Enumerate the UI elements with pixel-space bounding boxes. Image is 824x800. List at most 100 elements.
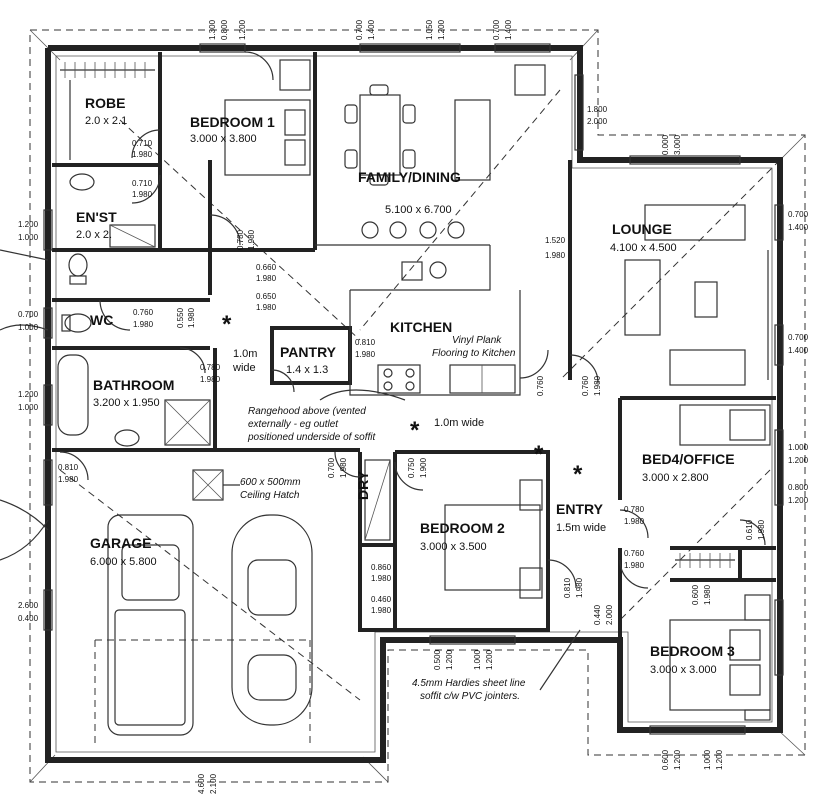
door-swings xyxy=(59,51,766,589)
room-label-pantry: PANTRY xyxy=(280,344,337,360)
door-family-w: 1.520 xyxy=(545,236,566,245)
cooktop xyxy=(377,364,516,394)
dry-cupboard xyxy=(364,459,391,541)
room-label-dry: DRY xyxy=(355,470,371,500)
door-bed4-w: 0.780 xyxy=(624,505,645,514)
rangehood-note-1: Rangehood above (vented xyxy=(248,406,366,417)
bed-4 xyxy=(679,404,771,446)
door-pantry-w: 0.810 xyxy=(355,338,376,347)
room-size-bathroom: 3.200 x 1.950 xyxy=(93,397,160,409)
dim-bottom-right-1: 1.200 xyxy=(673,749,682,770)
hall-width-lower-label: 1.0m wide xyxy=(434,417,484,429)
dim-bottom-right-0: 0.600 xyxy=(661,749,670,770)
dim-top-6: 1.200 xyxy=(437,19,446,40)
dim-top-5: 1.050 xyxy=(425,19,434,40)
door-bed3-robe-h: 1.980 xyxy=(703,584,712,605)
hatch-note-2: Ceiling Hatch xyxy=(240,490,300,501)
room-labels: ROBE 2.0 x 2.1 BEDROOM 1 3.000 x 3.800 F… xyxy=(76,95,735,676)
dim-left-bath-0: 1.200 xyxy=(18,390,39,399)
hall-width-label: 1.0m xyxy=(233,348,257,360)
roofline xyxy=(29,29,806,783)
door-robe-w: 0.710 xyxy=(132,139,153,148)
dim-top-right-0: 1.800 xyxy=(587,105,608,114)
room-size-pantry: 1.4 x 1.3 xyxy=(286,364,328,376)
dim-mid-right-pair-1: 2.000 xyxy=(605,604,614,625)
vinyl-note-2: Flooring to Kitchen xyxy=(432,348,516,359)
ceiling-hatch xyxy=(192,469,240,501)
dim-right-mid-1: 1.400 xyxy=(788,346,809,355)
dim-bottom-center-1: 1.200 xyxy=(445,649,454,670)
door-linen-h: 1.980 xyxy=(187,307,196,328)
wardrobe-3 xyxy=(675,553,735,568)
room-label-bedroom1: BEDROOM 1 xyxy=(190,114,275,130)
door-bed4-h: 1.980 xyxy=(624,517,645,526)
door-kitchen-w: 0.760 xyxy=(536,375,545,396)
dim-top-1: 0.800 xyxy=(220,19,229,40)
door-bed3-h: 1.980 xyxy=(624,561,645,570)
vinyl-note-1: Vinyl Plank xyxy=(452,335,502,346)
dim-bottom-garage-0: 4.600 xyxy=(197,773,206,794)
bed-2 xyxy=(444,479,543,599)
room-size-entry: 1.5m wide xyxy=(556,522,606,534)
door-pantry-h: 1.980 xyxy=(355,350,376,359)
room-size-bed4-office: 3.000 x 2.800 xyxy=(642,472,709,484)
room-label-bedroom2: BEDROOM 2 xyxy=(420,520,505,536)
dim-bottom-center-2: 1.000 xyxy=(473,649,482,670)
door-ensuite-h: 1.980 xyxy=(132,190,153,199)
dim-right-bed4b-0: 0.800 xyxy=(788,483,809,492)
dim-right-mid-0: 0.700 xyxy=(788,333,809,342)
dim-lounge-top-0: 0.000 xyxy=(661,134,670,155)
bath-fixtures xyxy=(57,354,211,447)
door-bed3-w: 0.760 xyxy=(624,549,645,558)
door-entry-w: 0.810 xyxy=(563,577,572,598)
door-wc-h: 1.980 xyxy=(133,320,154,329)
dim-lounge-top-1: 3.000 xyxy=(673,134,682,155)
room-size-garage: 6.000 x 5.800 xyxy=(90,556,157,568)
lounge-furniture xyxy=(624,204,769,386)
room-size-bedroom2: 3.000 x 3.500 xyxy=(420,541,487,553)
door-hall-a-h: 1.980 xyxy=(256,274,277,283)
bed-3 xyxy=(669,594,771,721)
door-hall-b-h: 1.980 xyxy=(256,303,277,312)
dim-bottom-right-2: 1.000 xyxy=(703,749,712,770)
door-bath-h: 1.980 xyxy=(200,375,221,384)
door-wc-w: 0.760 xyxy=(133,308,154,317)
room-label-lounge: LOUNGE xyxy=(612,221,672,237)
door-linen-w: 0.550 xyxy=(176,307,185,328)
dim-top-right-1: 2.000 xyxy=(587,117,608,126)
room-size-ensuite: 2.0 x 2. xyxy=(76,229,112,241)
dining-table xyxy=(344,64,546,186)
dim-top-7: 0.700 xyxy=(492,19,501,40)
dim-left-bath-1: 1.000 xyxy=(18,403,39,412)
door-garage-h: 1.980 xyxy=(58,475,79,484)
door-bed3-robe-w: 0.600 xyxy=(691,584,700,605)
dim-top-2: 1.200 xyxy=(238,19,247,40)
windows xyxy=(43,43,784,735)
door-robe-h: 1.980 xyxy=(132,150,153,159)
room-label-wc: WC xyxy=(90,312,113,328)
dim-mid-right-pair-0: 0.440 xyxy=(593,604,602,625)
dim-bottom-right-3: 1.200 xyxy=(715,749,724,770)
room-label-garage: GARAGE xyxy=(90,535,151,551)
dim-left-wc-1: 1.000 xyxy=(18,323,39,332)
room-label-robe: ROBE xyxy=(85,95,125,111)
dim-left-upper-1: 1.000 xyxy=(18,233,39,242)
dim-left-garage-0: 2.600 xyxy=(18,601,39,610)
door-bed4-robe-w: 0.610 xyxy=(745,519,754,540)
bed-1 xyxy=(224,59,311,176)
door-bed2-h: 1.900 xyxy=(419,457,428,478)
room-label-kitchen: KITCHEN xyxy=(390,319,452,335)
dim-right-bed4-1: 1.200 xyxy=(788,456,809,465)
door-bed1-w: 0.780 xyxy=(236,229,245,250)
garage-door xyxy=(94,639,311,748)
door-hall-b-w: 0.650 xyxy=(256,292,277,301)
room-size-bedroom1: 3.000 x 3.800 xyxy=(190,133,257,145)
door-dry-a-w: 0.860 xyxy=(371,563,392,572)
room-label-family-dining: FAMILY/DINING xyxy=(358,169,461,185)
door-garage-int-w: 0.700 xyxy=(327,457,336,478)
room-label-entry: ENTRY xyxy=(556,501,604,517)
door-garage-w: 0.810 xyxy=(58,463,79,472)
door-bed4-robe-h: 1.980 xyxy=(757,519,766,540)
